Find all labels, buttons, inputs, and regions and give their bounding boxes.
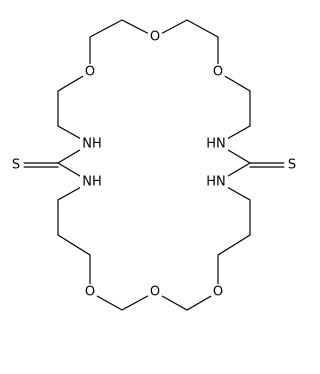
- svg-text:HN: HN: [206, 137, 226, 152]
- svg-text:S: S: [288, 158, 296, 173]
- sulfur-atom: S: [8, 157, 24, 173]
- nitrogen-atom: HN: [206, 136, 228, 152]
- bond-skeleton: [21, 19, 287, 311]
- svg-text:O: O: [213, 65, 223, 80]
- oxygen-atom: O: [82, 284, 98, 300]
- svg-text:O: O: [150, 30, 160, 45]
- svg-text:O: O: [150, 285, 160, 300]
- nitrogen-atom: NH: [80, 136, 102, 152]
- oxygen-atom: O: [147, 29, 163, 45]
- nitrogen-atom: NH: [80, 174, 102, 190]
- oxygen-atom: O: [210, 284, 226, 300]
- svg-text:O: O: [85, 65, 95, 80]
- oxygen-atom: O: [147, 284, 163, 300]
- svg-text:O: O: [85, 285, 95, 300]
- svg-text:NH: NH: [82, 137, 102, 152]
- oxygen-atom: O: [82, 64, 98, 80]
- svg-text:S: S: [12, 158, 20, 173]
- atom-labels: O O O NH HN S S NH: [8, 29, 300, 300]
- sulfur-atom: S: [284, 157, 300, 173]
- oxygen-atom: O: [210, 64, 226, 80]
- nitrogen-atom: HN: [206, 174, 228, 190]
- svg-text:HN: HN: [206, 175, 226, 190]
- svg-text:O: O: [213, 285, 223, 300]
- svg-text:NH: NH: [82, 175, 102, 190]
